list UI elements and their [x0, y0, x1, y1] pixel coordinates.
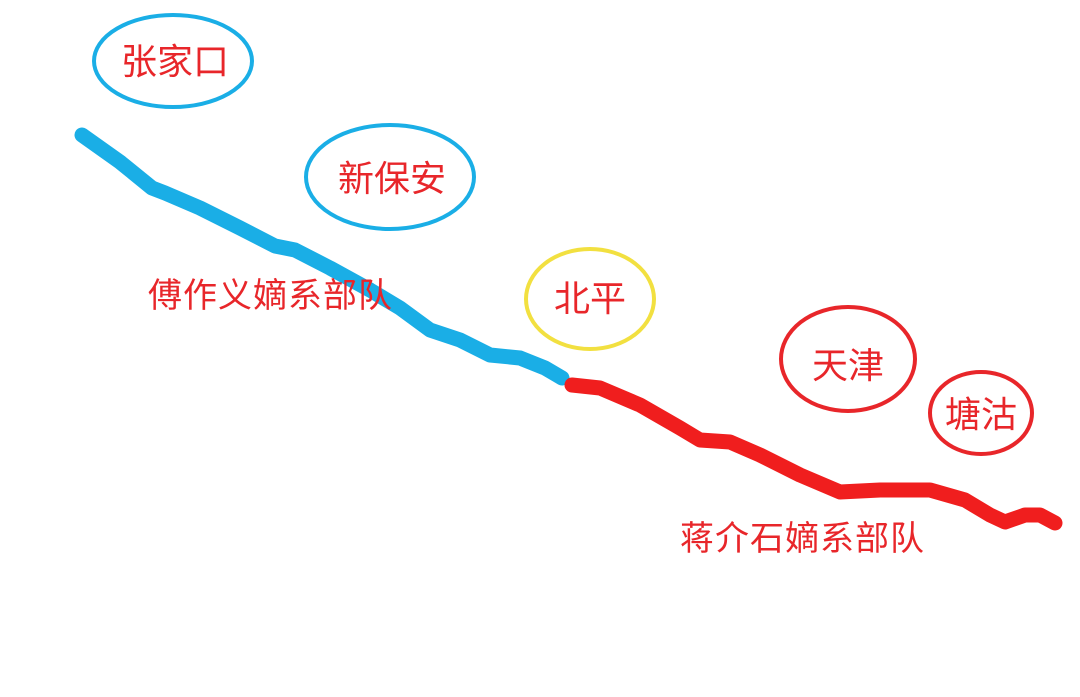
xinbaoan-ring — [304, 123, 476, 231]
beiping-ring — [524, 247, 656, 351]
fu-troop-line — [74, 127, 570, 386]
city-label-tanggu: 塘沽 — [944, 395, 1018, 436]
chiang-troop-label: 蒋介石嫡系部队 — [680, 519, 925, 559]
chiang-troop-line — [564, 377, 1063, 531]
zhangjiakou-ring — [92, 13, 254, 109]
city-label-xinbaoan: 新保安 — [337, 159, 447, 200]
city-label-beiping: 北平 — [553, 279, 627, 320]
tanggu-ring — [928, 370, 1034, 456]
city-label-zhangjiakou: 张家口 — [120, 42, 230, 83]
city-label-tianjin: 天津 — [811, 346, 885, 387]
fu-troop-label: 傅作义嫡系部队 — [148, 276, 393, 316]
tianjin-ring — [779, 305, 917, 413]
